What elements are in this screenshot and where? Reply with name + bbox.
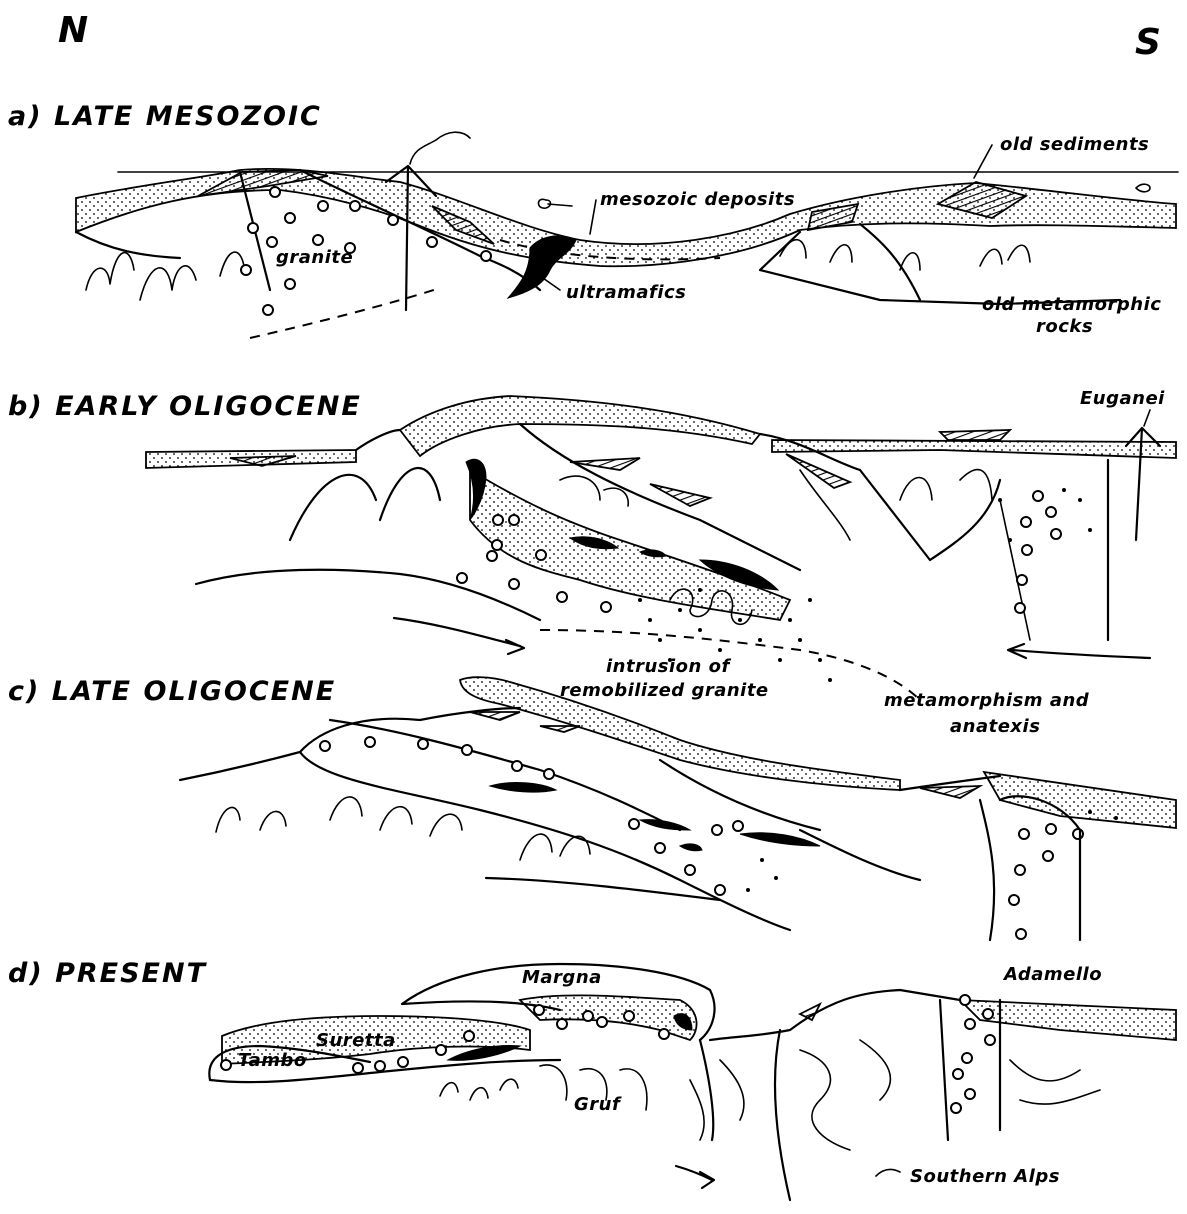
euganei-label: Euganei <box>1080 388 1165 409</box>
panel-b-title: b) EARLY OLIGOCENE <box>8 391 362 422</box>
ultramafic-d2 <box>448 1046 520 1061</box>
folds-c <box>216 797 590 860</box>
old-metamorphic-label-2: rocks <box>1036 316 1093 337</box>
ultramafics-label: ultramafics <box>566 282 686 303</box>
leader-ultramafics <box>540 276 560 290</box>
panel-late-mesozoic: a) LATE MESOZOIC <box>8 101 1178 338</box>
granite-base-dashed <box>250 288 440 338</box>
suretta-label: Suretta <box>316 1030 396 1051</box>
leader-mesozoic <box>590 200 596 234</box>
intrusion-label-1: intrusion of <box>606 656 731 677</box>
arrow-left-b <box>394 618 524 654</box>
metamorphism-label-2: anatexis <box>950 716 1040 737</box>
ultramafic-lens-c1 <box>490 783 556 793</box>
fish-fossil <box>1136 184 1150 192</box>
old-sediments-c2 <box>540 726 580 732</box>
old-sediments-c1 <box>470 712 520 720</box>
sediment-right-c <box>984 772 1176 828</box>
dots-c <box>746 810 1118 892</box>
panel-present: d) PRESENT Margna Adamello <box>8 958 1176 1200</box>
southern-alps-label: Southern Alps <box>910 1166 1060 1187</box>
tambo-label: Tambo <box>238 1050 307 1071</box>
folds-right <box>780 240 1030 270</box>
south-label: S <box>1135 22 1161 63</box>
ultramafic-lens-c2 <box>640 820 690 830</box>
margna-stippled <box>520 995 697 1040</box>
margna-label: Margna <box>522 967 602 988</box>
ammonite-fossil <box>539 199 573 208</box>
nappe-stippled-b <box>400 396 760 456</box>
southern-alps-tick <box>876 1169 900 1176</box>
panel-d-title: d) PRESENT <box>8 958 208 989</box>
old-sediments-label: old sediments <box>1000 134 1149 155</box>
old-sediments-right-b <box>940 430 1010 440</box>
intrusion-label-2: remobilized granite <box>560 680 769 701</box>
old-sediments-b-mid <box>570 458 640 470</box>
old-metamorphic-label-1: old metamorphic <box>982 294 1161 315</box>
folds-d <box>540 1040 1100 1150</box>
old-sediments-b-mid3 <box>786 454 850 488</box>
volcano-plume <box>410 132 470 164</box>
north-label: N <box>58 10 88 51</box>
ultramafic-lens-c4 <box>680 844 702 851</box>
gruf-label: Gruf <box>574 1094 622 1115</box>
mesozoic-deposits-label: mesozoic deposits <box>600 189 795 210</box>
arrow-d <box>676 1166 714 1188</box>
folds-d-left <box>440 1079 518 1100</box>
granite-circles-c <box>320 737 1083 939</box>
arrow-right-b <box>1008 644 1150 658</box>
panel-c-title: c) LATE OLIGOCENE <box>8 676 336 707</box>
euganei-leader <box>1144 410 1150 426</box>
metamorphism-label-1: metamorphism and <box>884 690 1090 711</box>
granite-label: granite <box>276 247 353 268</box>
basement-c <box>486 796 1080 940</box>
panel-a-title: a) LATE MESOZOIC <box>8 101 322 132</box>
old-sediments-right-c <box>920 786 980 798</box>
sediment-right-b <box>772 440 1176 458</box>
adamello-label: Adamello <box>1002 964 1102 985</box>
adamello-stippled <box>960 1000 1176 1040</box>
folds-left <box>86 252 244 300</box>
leader-old-sediments <box>974 145 992 178</box>
wedge-stippled-b <box>470 470 790 620</box>
